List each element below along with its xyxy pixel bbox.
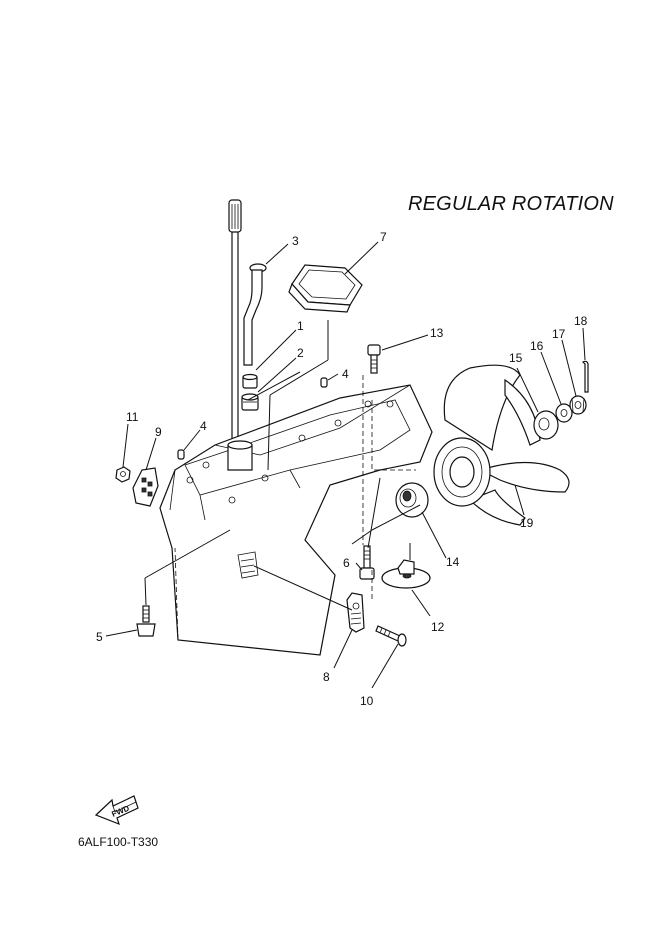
seal-1 bbox=[242, 373, 258, 389]
callout-15: 15 bbox=[509, 351, 523, 365]
callout-19: 19 bbox=[520, 516, 534, 530]
callout-17: 17 bbox=[552, 327, 566, 341]
dowel-pin-right bbox=[320, 377, 328, 388]
callout-12: 12 bbox=[431, 620, 445, 634]
callouts: 1 2 3 4 4 5 6 7 8 9 10 11 12 13 14 15 16… bbox=[96, 230, 588, 708]
callout-1: 1 bbox=[297, 319, 304, 333]
dowel-pin-left bbox=[177, 449, 185, 460]
callout-11: 11 bbox=[126, 410, 139, 424]
callout-8: 8 bbox=[323, 670, 330, 684]
diagram-title: REGULAR ROTATION bbox=[408, 193, 614, 215]
callout-6: 6 bbox=[343, 556, 350, 570]
castle-nut bbox=[569, 395, 587, 415]
callout-14: 14 bbox=[446, 555, 460, 569]
fwd-arrow-icon: FWD bbox=[94, 795, 139, 826]
callout-16: 16 bbox=[530, 339, 544, 353]
bolt-5 bbox=[136, 605, 156, 637]
anode-plate bbox=[132, 467, 159, 507]
washer-16 bbox=[555, 403, 573, 423]
propeller bbox=[433, 364, 570, 526]
bolt-10 bbox=[375, 625, 407, 647]
callout-5: 5 bbox=[96, 630, 103, 644]
bolt-6 bbox=[359, 545, 375, 580]
callout-9: 9 bbox=[155, 425, 162, 439]
drive-shaft bbox=[228, 199, 242, 440]
callout-3: 3 bbox=[292, 234, 299, 248]
anode-washer bbox=[381, 559, 431, 589]
thrust-spacer bbox=[395, 482, 429, 518]
seal-2 bbox=[241, 393, 259, 411]
callout-4-right: 4 bbox=[342, 367, 349, 381]
lower-casing bbox=[159, 384, 433, 656]
callout-18: 18 bbox=[574, 314, 588, 328]
callout-13: 13 bbox=[430, 326, 444, 340]
leader-lines bbox=[105, 241, 586, 689]
gasket bbox=[288, 264, 363, 313]
cotter-pin bbox=[581, 360, 589, 393]
spacer-15 bbox=[533, 410, 559, 440]
callout-2: 2 bbox=[297, 346, 304, 360]
water-tube bbox=[243, 263, 267, 366]
callout-7: 7 bbox=[380, 230, 387, 244]
callout-4-left: 4 bbox=[200, 419, 207, 433]
hidden-lines bbox=[362, 375, 416, 600]
diagram-code: 6ALF100-T330 bbox=[78, 835, 159, 849]
bolt-13 bbox=[367, 344, 381, 374]
nut bbox=[115, 466, 131, 483]
trim-tab bbox=[346, 592, 365, 633]
callout-10: 10 bbox=[360, 694, 374, 708]
